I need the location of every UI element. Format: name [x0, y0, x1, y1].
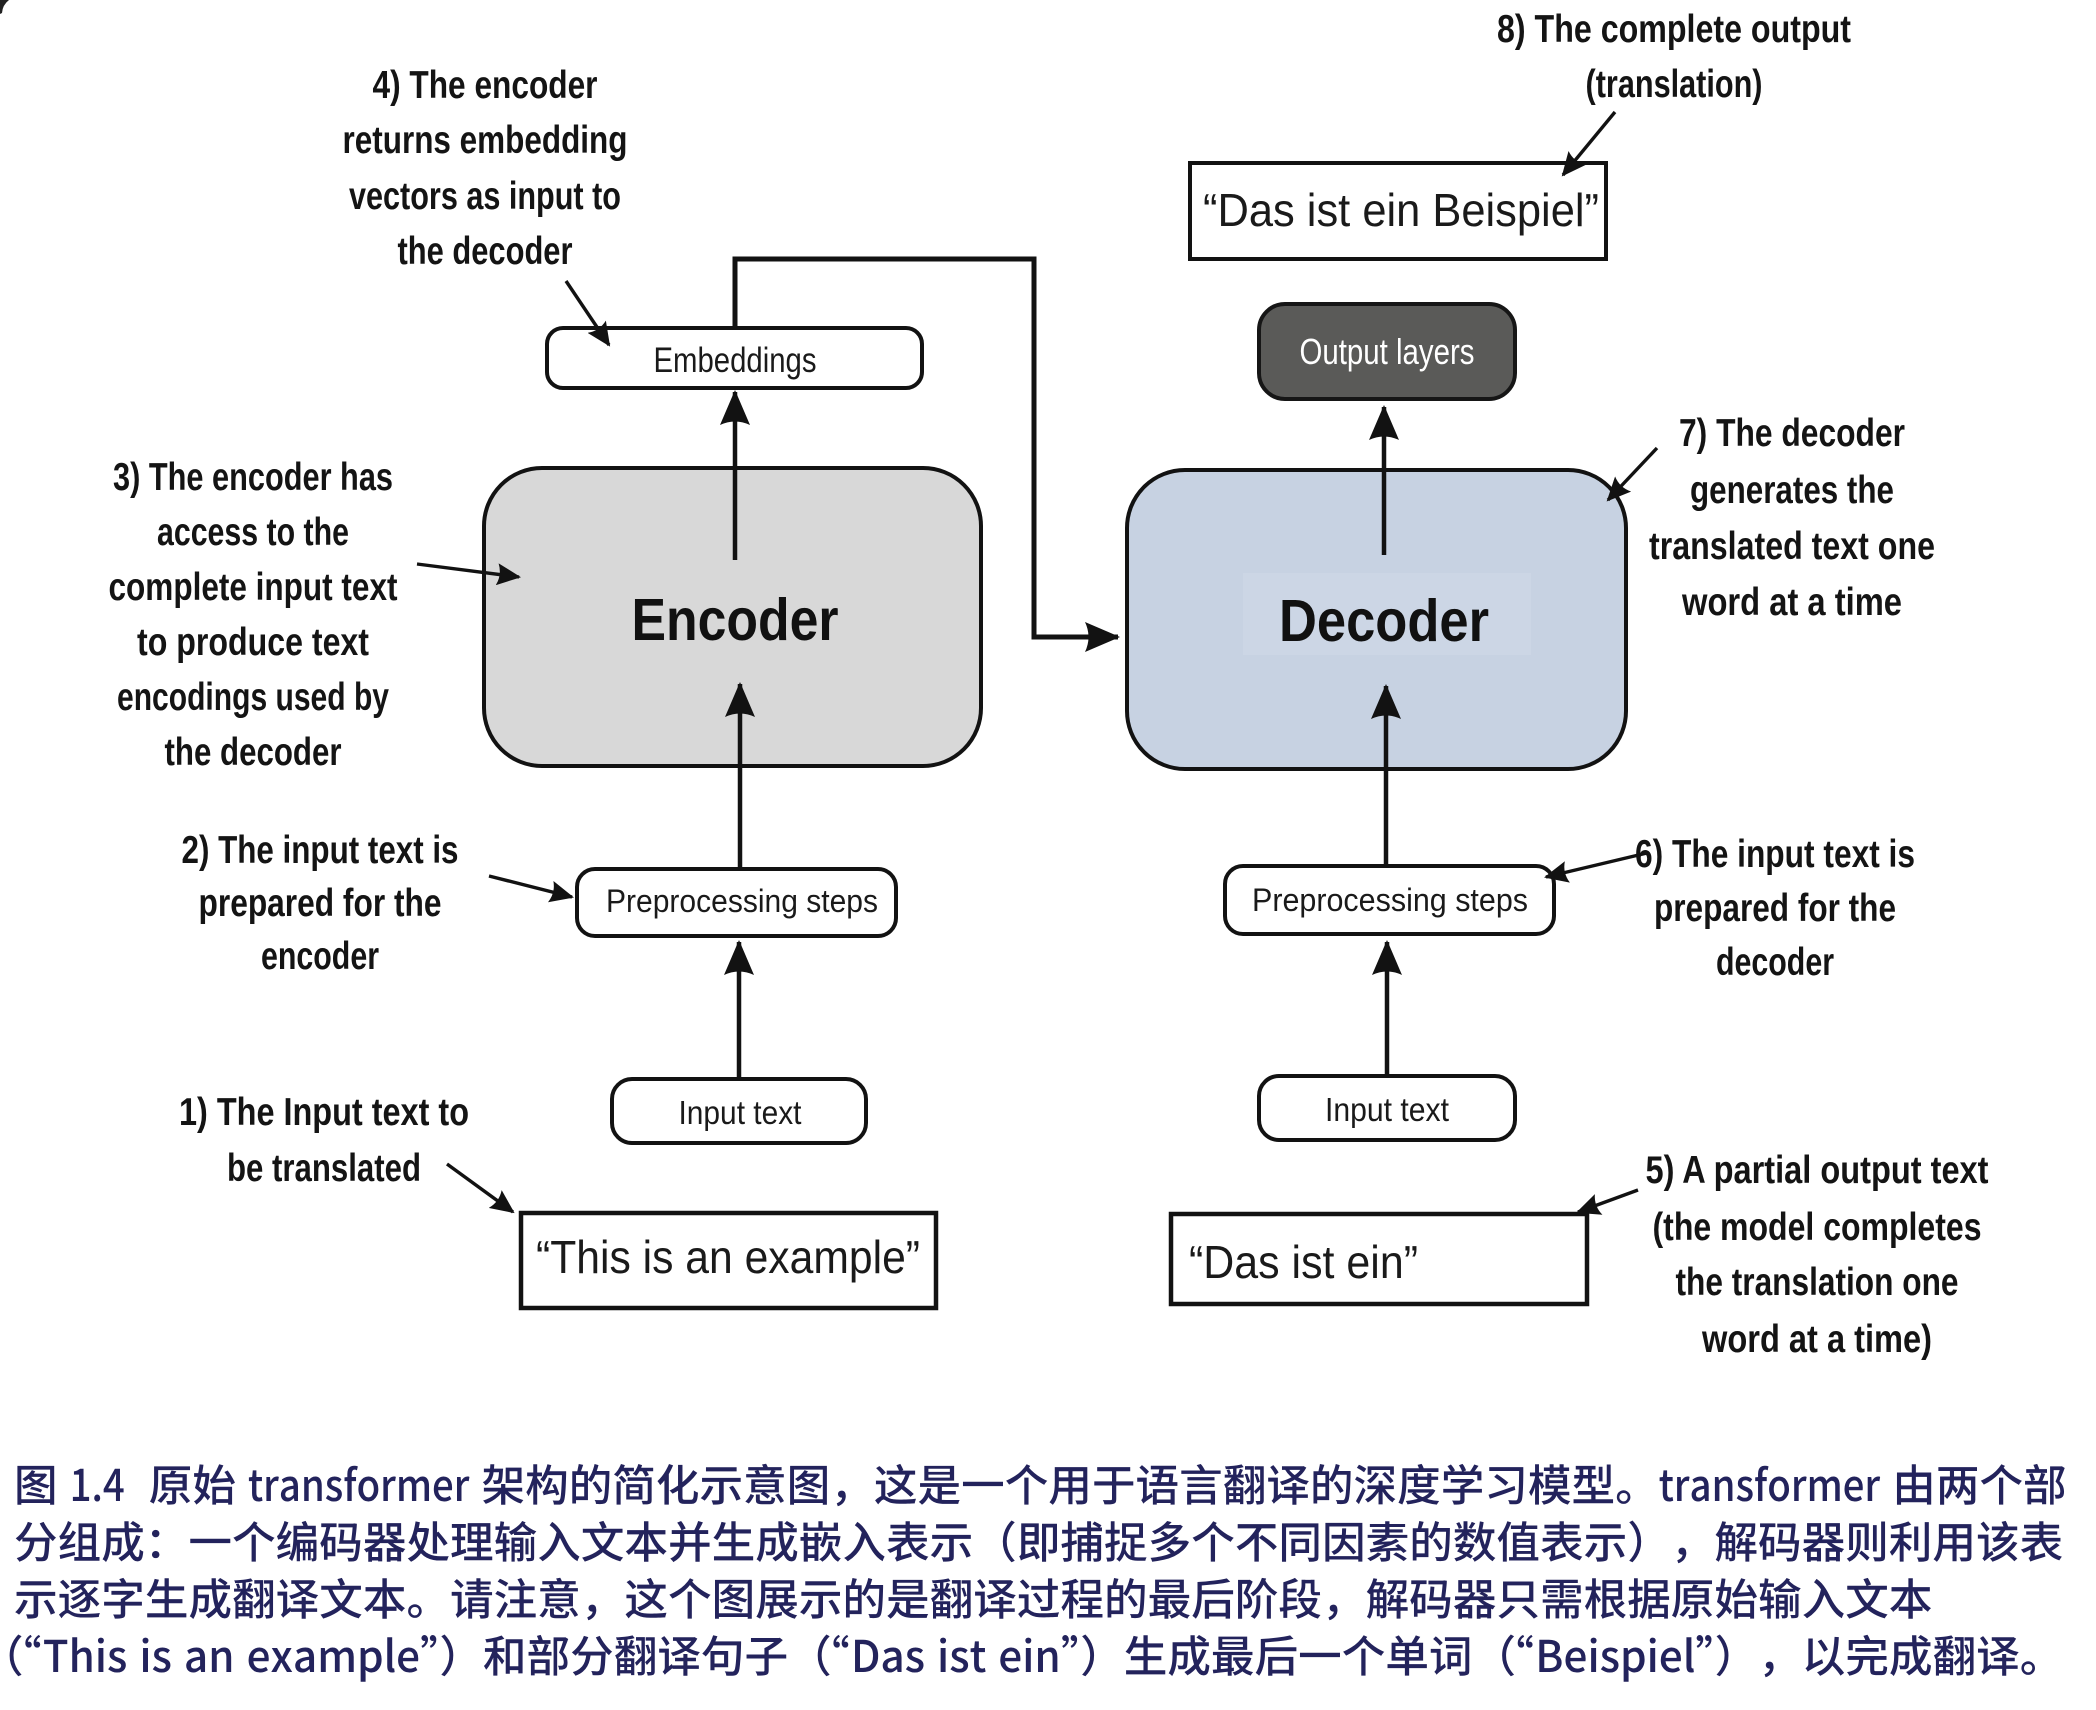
svg-text:returns embedding: returns embedding [343, 119, 628, 162]
svg-text:access to the: access to the [157, 511, 349, 554]
svg-text:the translation one: the translation one [1676, 1261, 1959, 1304]
svg-text:8) The complete output: 8) The complete output [1497, 8, 1851, 51]
svg-text:7) The decoder: 7) The decoder [1679, 412, 1905, 455]
svg-text:the decoder: the decoder [165, 731, 342, 774]
svg-text:2) The input text is: 2) The input text is [182, 829, 459, 872]
svg-text:generates the: generates the [1690, 469, 1894, 512]
svg-text:5) A partial output text: 5) A partial output text [1646, 1149, 1989, 1192]
svg-text:be translated: be translated [227, 1147, 421, 1190]
svg-text:Preprocessing steps: Preprocessing steps [606, 883, 878, 919]
svg-text:Input text: Input text [679, 1094, 802, 1131]
svg-text:3) The encoder has: 3) The encoder has [113, 456, 393, 499]
svg-text:decoder: decoder [1716, 941, 1834, 984]
svg-text:4) The encoder: 4) The encoder [373, 64, 598, 107]
svg-text:Encoder: Encoder [632, 587, 839, 653]
svg-text:word at a time): word at a time) [1701, 1318, 1932, 1361]
svg-text:“Das ist ein Beispiel”: “Das ist ein Beispiel” [1203, 184, 1599, 236]
svg-text:Decoder: Decoder [1279, 588, 1489, 654]
svg-text:Preprocessing steps: Preprocessing steps [1252, 882, 1528, 918]
svg-text:encodings used by: encodings used by [117, 676, 389, 719]
svg-text:complete input text: complete input text [109, 566, 398, 609]
svg-text:(translation): (translation) [1586, 63, 1763, 106]
svg-text:1) The Input text to: 1) The Input text to [179, 1091, 469, 1134]
svg-text:“Das ist ein”: “Das ist ein” [1189, 1236, 1418, 1288]
svg-text:6) The input text is: 6) The input text is [1635, 833, 1915, 876]
svg-text:translated text one: translated text one [1649, 525, 1935, 568]
svg-text:word at a time: word at a time [1681, 581, 1902, 624]
svg-text:“This is an example”: “This is an example” [536, 1231, 920, 1283]
svg-text:Embeddings: Embeddings [654, 341, 817, 380]
svg-text:to produce text: to produce text [137, 621, 369, 664]
svg-text:Output layers: Output layers [1300, 331, 1475, 372]
svg-text:Input text: Input text [1325, 1091, 1449, 1128]
svg-text:(the model completes: (the model completes [1653, 1206, 1982, 1249]
svg-text:prepared for the: prepared for the [1654, 887, 1896, 930]
svg-text:the decoder: the decoder [398, 230, 573, 273]
svg-text:encoder: encoder [261, 935, 379, 978]
svg-text:prepared for the: prepared for the [199, 882, 442, 925]
svg-text:vectors as input to: vectors as input to [349, 175, 621, 218]
